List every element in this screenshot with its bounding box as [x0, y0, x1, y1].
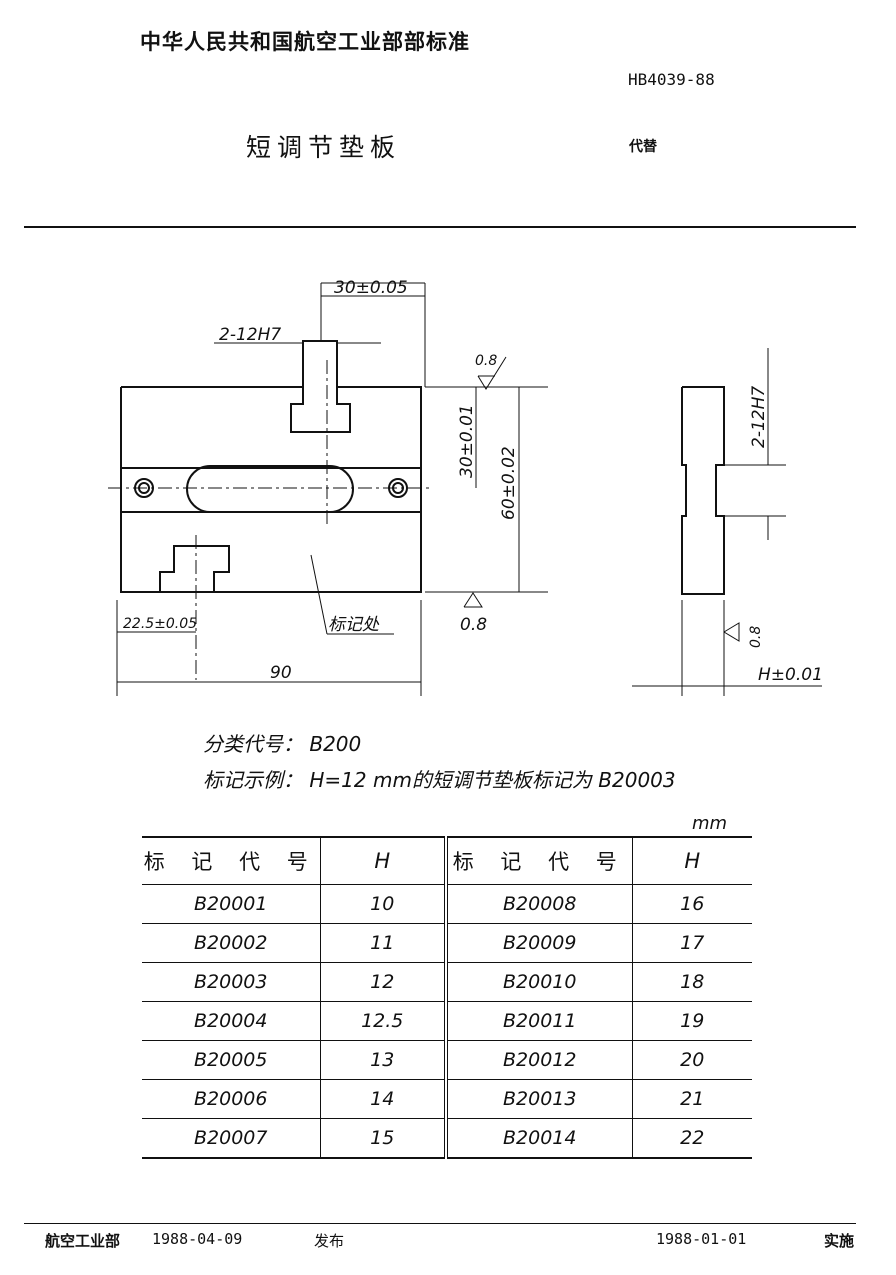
table-header-row: 标 记 代 号 H 标 记 代 号 H	[142, 837, 752, 885]
footer-effective-date: 1988-01-01	[656, 1230, 747, 1248]
marking-example-text: H=12 mm的短调节垫板标记为 B20003	[309, 768, 676, 792]
table-cell: B20014	[446, 1118, 633, 1159]
table-cell: 10	[320, 884, 448, 924]
footer-publish-date: 1988-04-09	[152, 1230, 243, 1248]
table-cell: 22	[632, 1118, 752, 1159]
table-cell: B20009	[446, 923, 633, 963]
bottom-t-slot	[159, 545, 230, 592]
oblong-slot	[186, 465, 354, 513]
table-row: B20006 14 B20013 21	[142, 1079, 752, 1119]
table-cell: B20003	[142, 962, 321, 1002]
table-cell: B20010	[446, 962, 633, 1002]
dim-thickness: H±0.01	[758, 665, 823, 685]
roughness-top: 0.8	[475, 353, 497, 369]
table-cell: B20012	[446, 1040, 633, 1080]
classification-line: 分类代号： B200	[203, 728, 361, 757]
roughness-side: 0.8	[748, 626, 764, 648]
footer-effective-label: 实施	[824, 1232, 855, 1250]
table-cell: 13	[320, 1040, 448, 1080]
table-cell: B20007	[142, 1118, 321, 1159]
table-row: B20007 15 B20014 22	[142, 1118, 752, 1159]
table-cell: 19	[632, 1001, 752, 1041]
table-cell: 15	[320, 1118, 448, 1159]
roughness-bottom: 0.8	[460, 615, 487, 635]
table-cell: 17	[632, 923, 752, 963]
table-row: B20001 10 B20008 16	[142, 884, 752, 924]
table-header: H	[632, 837, 752, 885]
mark-location: 标记处	[328, 615, 380, 635]
dim-offset: 22.5±0.05	[123, 616, 197, 632]
top-t-slot	[290, 387, 351, 433]
table-cell: 11	[320, 923, 448, 963]
table-cell: B20004	[142, 1001, 321, 1041]
classification-value: B200	[309, 732, 362, 756]
footer-publish-label: 发布	[314, 1232, 345, 1250]
replaces-label: 代替	[629, 139, 657, 155]
classification-label: 分类代号：	[203, 732, 303, 756]
technical-drawing: 30±0.05 2-12H7 0.8 22.5±0.05 标记处 0.8 90 …	[108, 278, 823, 696]
dim-hole-side: 2-12H7	[749, 386, 769, 448]
table-cell: B20008	[446, 884, 633, 924]
table-cell: B20002	[142, 923, 321, 963]
dim-width: 90	[270, 663, 292, 683]
table-cell: 16	[632, 884, 752, 924]
dim-hole-top: 2-12H7	[219, 325, 281, 345]
table-cell: B20001	[142, 884, 321, 924]
dim-height: 60±0.02	[499, 446, 519, 520]
header-rule	[24, 226, 856, 228]
table-header: 标 记 代 号	[142, 837, 321, 885]
side-view-outline	[681, 386, 725, 595]
table-unit: mm	[692, 813, 728, 834]
table-cell: 14	[320, 1079, 448, 1119]
table-cell: B20006	[142, 1079, 321, 1119]
table-cell: 21	[632, 1079, 752, 1119]
marking-example-line: 标记示例： H=12 mm的短调节垫板标记为 B20003	[203, 764, 676, 793]
table-header: H	[320, 837, 448, 885]
table-row: B20002 11 B20009 17	[142, 923, 752, 963]
footer-department: 航空工业部	[45, 1232, 121, 1250]
table-cell: 20	[632, 1040, 752, 1080]
standard-number: HB4039-88	[628, 70, 715, 89]
table-cell: B20013	[446, 1079, 633, 1119]
table-cell: 12	[320, 962, 448, 1002]
document-title: 短调节垫板	[246, 133, 402, 162]
table-header: 标 记 代 号	[446, 837, 633, 885]
dim-upper: 30±0.01	[457, 404, 477, 478]
marking-example-label: 标记示例：	[203, 768, 303, 792]
table-cell: B20011	[446, 1001, 633, 1041]
table-row: B20004 12.5 B20011 19	[142, 1001, 752, 1041]
spec-table: 标 记 代 号 H 标 记 代 号 H B20001 10 B20008 16 …	[142, 836, 752, 1159]
table-cell: B20005	[142, 1040, 321, 1080]
issuing-organization: 中华人民共和国航空工业部部标准	[140, 30, 470, 54]
dim-slot-width: 30±0.05	[334, 278, 408, 298]
table-cell: 12.5	[320, 1001, 448, 1041]
table-row: B20005 13 B20012 20	[142, 1040, 752, 1080]
table-row: B20003 12 B20010 18	[142, 962, 752, 1002]
footer-rule	[24, 1223, 856, 1224]
table-cell: 18	[632, 962, 752, 1002]
